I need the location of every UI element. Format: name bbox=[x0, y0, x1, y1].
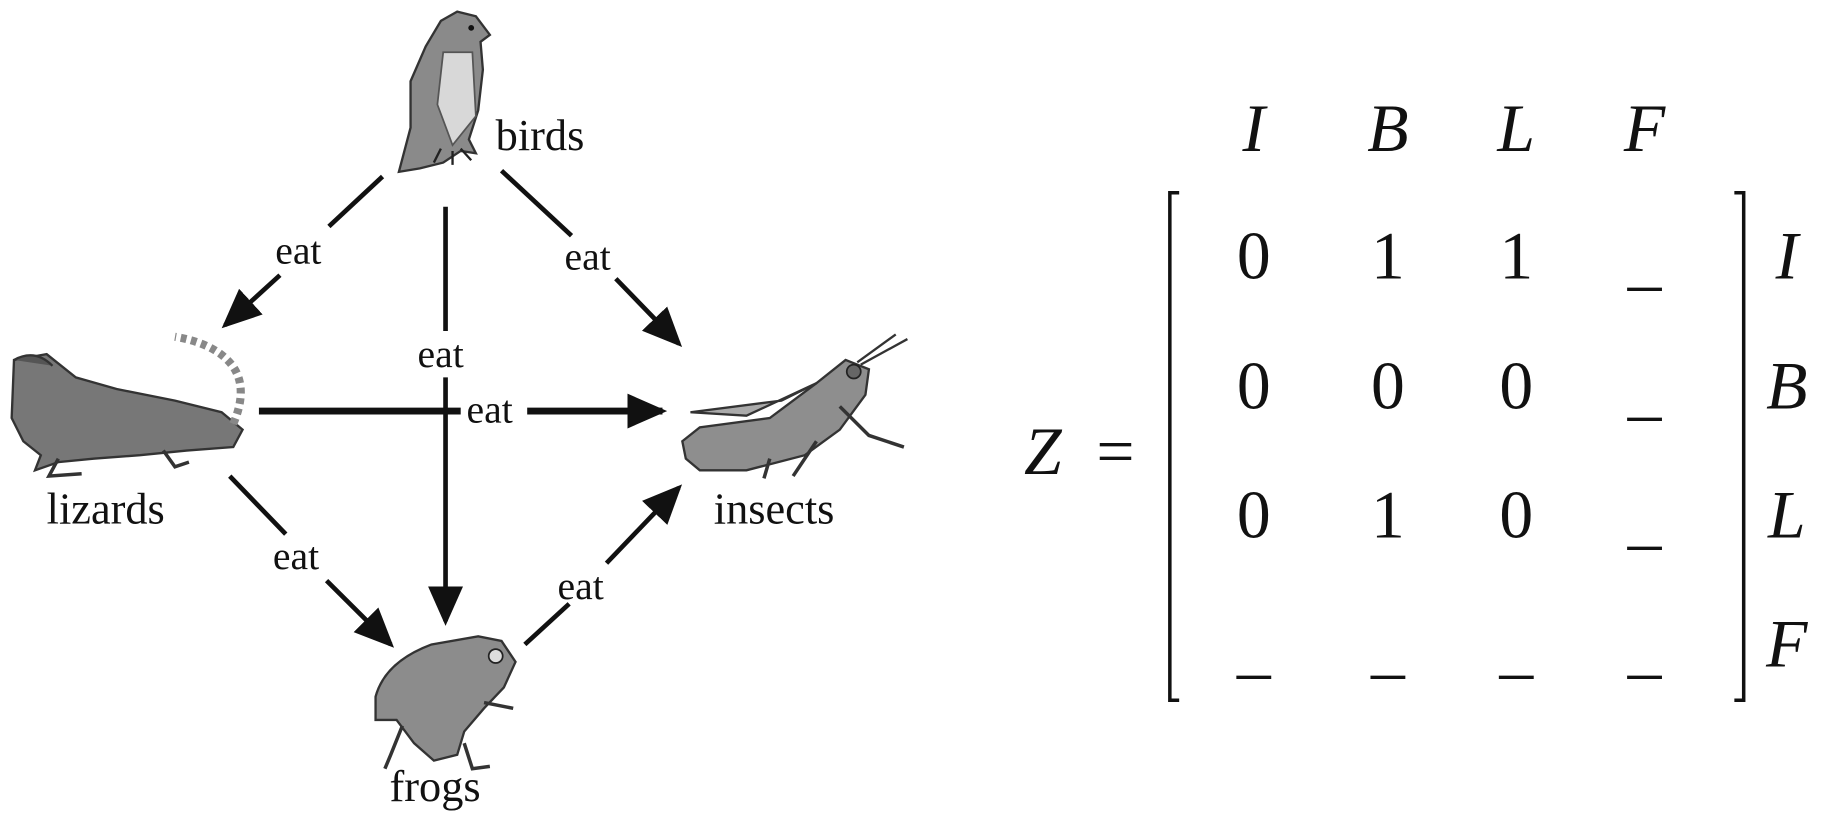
row-label: F bbox=[1765, 607, 1808, 682]
row-label: I bbox=[1775, 219, 1802, 294]
frog-image bbox=[374, 635, 517, 771]
matrix-cell: _ bbox=[1498, 610, 1534, 685]
equals-sign: = bbox=[1096, 414, 1134, 489]
edge-birds-insects: eat bbox=[499, 168, 683, 348]
col-label: L bbox=[1496, 91, 1535, 166]
matrix-cell: 0 bbox=[1499, 349, 1533, 424]
matrix-cell: _ bbox=[1627, 222, 1663, 297]
matrix-cell: 0 bbox=[1237, 219, 1271, 294]
insect-image bbox=[681, 333, 908, 479]
matrix-cell: _ bbox=[1236, 610, 1272, 685]
lizard-image bbox=[10, 332, 245, 479]
matrix-name: Z bbox=[1024, 414, 1063, 489]
edge-label: eat bbox=[558, 564, 604, 608]
node-label-birds: birds bbox=[496, 111, 585, 160]
bird-image bbox=[397, 10, 492, 174]
row-label: L bbox=[1767, 478, 1806, 553]
matrix-cell: 1 bbox=[1371, 478, 1405, 553]
matrix-cell: 1 bbox=[1371, 219, 1405, 294]
matrix-cell: 1 bbox=[1499, 219, 1533, 294]
edge-birds-frogs: eat bbox=[418, 206, 464, 626]
matrix-cell: _ bbox=[1627, 481, 1663, 556]
matrix-cell: 0 bbox=[1237, 478, 1271, 553]
edge-birds-lizards: eat bbox=[221, 174, 385, 329]
matrix-cell: 0 bbox=[1499, 478, 1533, 553]
edge-label: eat bbox=[467, 388, 513, 432]
matrix-cell: 0 bbox=[1237, 349, 1271, 424]
edge-lizards-insects: eat bbox=[258, 388, 668, 432]
adjacency-matrix: Z = I B L F I B L F 0 1 1 _ 0 0 0 _ 0 1 … bbox=[1024, 91, 1808, 702]
left-bracket bbox=[1168, 191, 1180, 702]
edge-label: eat bbox=[275, 229, 321, 273]
matrix-cell: _ bbox=[1370, 610, 1406, 685]
matrix-cell: 0 bbox=[1371, 349, 1405, 424]
right-bracket bbox=[1734, 191, 1746, 702]
node-label-frogs: frogs bbox=[390, 762, 481, 811]
edge-label: eat bbox=[273, 534, 319, 578]
edge-lizards-frogs: eat bbox=[228, 474, 395, 648]
matrix-cell: _ bbox=[1627, 610, 1663, 685]
col-label: F bbox=[1623, 91, 1666, 166]
edge-label: eat bbox=[418, 332, 464, 376]
node-label-insects: insects bbox=[714, 485, 835, 534]
node-label-lizards: lizards bbox=[47, 485, 165, 534]
col-label: B bbox=[1367, 91, 1408, 166]
row-label: B bbox=[1766, 349, 1807, 424]
matrix-cell: _ bbox=[1627, 352, 1663, 427]
edge-label: eat bbox=[565, 234, 611, 278]
edge-frogs-insects: eat bbox=[523, 484, 683, 647]
col-label: I bbox=[1242, 91, 1269, 166]
